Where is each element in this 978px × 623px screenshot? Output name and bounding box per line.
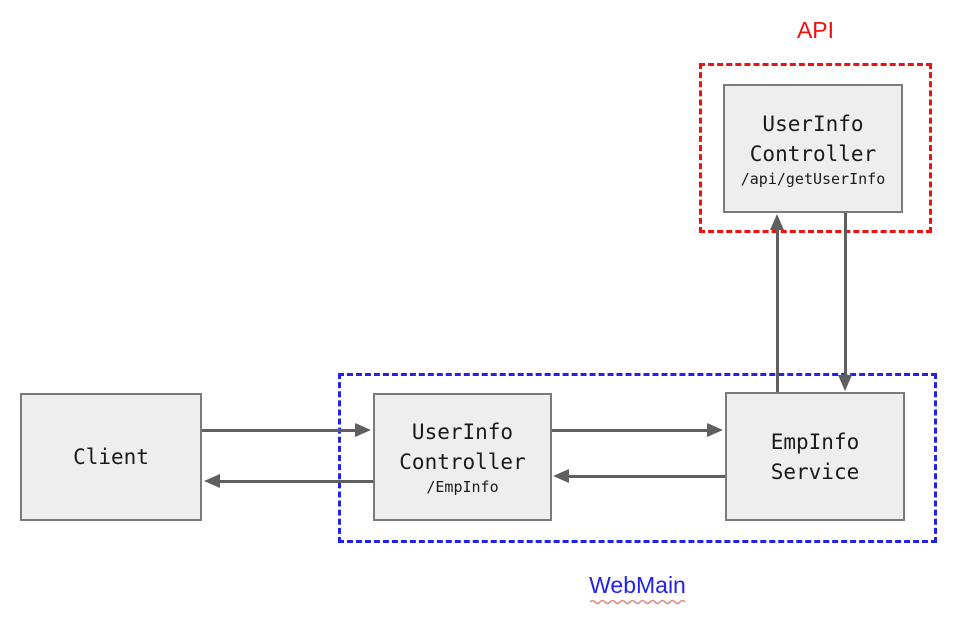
arrow-empservice-to-apicontroller-shaft xyxy=(776,230,779,392)
node-webcontroller-route: /EmpInfo xyxy=(426,478,499,496)
arrow-empservice-to-webcontroller-shaft xyxy=(569,475,725,478)
api-group-label-text: API xyxy=(796,17,835,43)
webmain-group-label-text: WebMain xyxy=(589,572,686,598)
node-apicontroller-title-line1: UserInfo xyxy=(762,111,864,136)
arrow-empservice-to-apicontroller-head xyxy=(770,214,784,230)
arrow-webcontroller-to-empservice-head xyxy=(707,423,723,437)
spellcheck-wave-underline xyxy=(588,599,686,605)
node-apicontroller-title-line2: Controller xyxy=(749,141,877,166)
api-group-label: API xyxy=(699,17,932,43)
node-empservice-title-line2: Service xyxy=(770,459,860,484)
node-apicontroller-route: /api/getUserInfo xyxy=(740,169,886,188)
arrow-webcontroller-to-client-head xyxy=(204,474,220,488)
webmain-group-boundary xyxy=(338,373,937,543)
arrow-client-to-webcontroller-head xyxy=(355,423,371,437)
arrow-webcontroller-to-empservice-shaft xyxy=(552,429,707,432)
api-group-boundary xyxy=(699,63,932,233)
arrow-webcontroller-to-client-shaft xyxy=(220,480,373,483)
arrow-apicontroller-to-empservice-head xyxy=(838,375,852,391)
webmain-group-label: WebMain xyxy=(338,572,937,605)
node-userinfo-controller-api: UserInfo Controller /api/getUserInfo xyxy=(723,84,903,213)
node-client: Client xyxy=(20,393,202,521)
arrow-empservice-to-webcontroller-head xyxy=(553,469,569,483)
arrow-client-to-webcontroller-shaft xyxy=(202,429,355,432)
node-empservice-title-line1: EmpInfo xyxy=(770,429,860,454)
arrow-apicontroller-to-empservice-shaft xyxy=(844,213,847,375)
node-webcontroller-title-line2: Controller xyxy=(399,450,526,474)
node-client-title: Client xyxy=(73,445,149,469)
node-webcontroller-title-line1: UserInfo xyxy=(411,420,514,444)
node-empinfo-service: EmpInfo Service xyxy=(725,392,905,521)
node-userinfo-controller-webmain: UserInfo Controller /EmpInfo xyxy=(373,393,552,521)
